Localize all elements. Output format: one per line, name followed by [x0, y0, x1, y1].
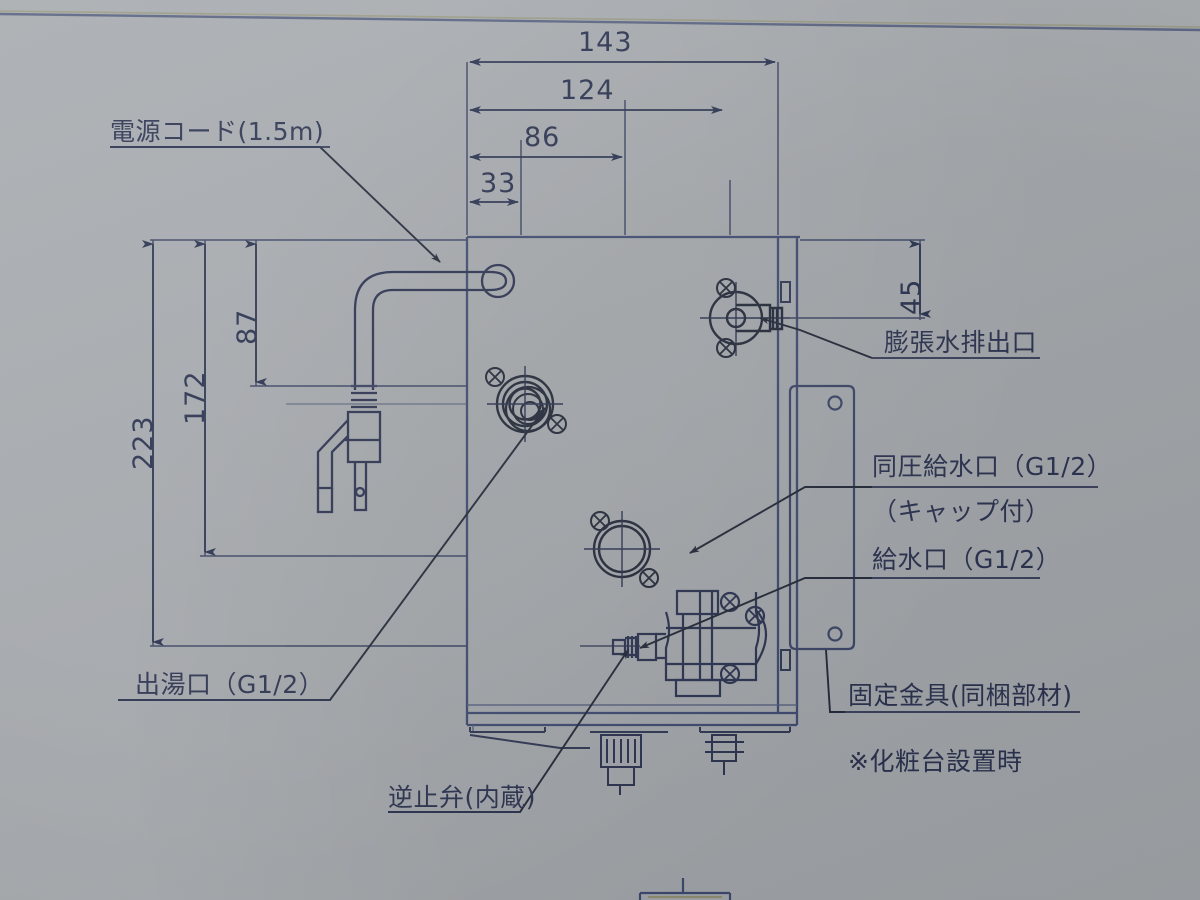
bottom-fitting-left [600, 734, 642, 795]
callout-power-cord: 電源コード(1.5m) [110, 117, 325, 146]
body-outline [465, 235, 800, 727]
callout-equal-pressure-inlet: 同圧給水口（G1/2） [872, 452, 1113, 481]
callout-fixing-bracket-note: ※化粧台設置時 [848, 747, 1023, 776]
expansion-drain-port [700, 278, 790, 358]
callout-hot-water-outlet: 出湯口（G1/2） [135, 670, 325, 699]
water-inlet-port [584, 511, 660, 588]
dim-label-124: 124 [560, 75, 615, 106]
bottom-fitting-right [705, 734, 744, 775]
leader-water-inlet [639, 577, 872, 649]
dim-label-87: 87 [232, 308, 263, 345]
leader-expansion-drain [759, 317, 873, 359]
dim-label-86: 86 [524, 122, 561, 153]
dim-label-45: 45 [896, 278, 927, 315]
leader-power-cord [110, 146, 441, 263]
callout-equal-pressure-inlet-sub: （キャップ付） [872, 497, 1051, 526]
hot-water-outlet-port [485, 366, 567, 442]
bracket-tabs [780, 281, 791, 671]
page-edge-line [0, 10, 1200, 32]
mounting-bracket [788, 384, 856, 651]
leader-equal-pressure-inlet [689, 486, 872, 554]
power-cord [316, 263, 516, 514]
callout-fixing-bracket: 固定金具(同梱部材) [848, 681, 1073, 710]
dim-label-172: 172 [180, 370, 211, 425]
leader-fixing-bracket [825, 649, 845, 713]
horizontal-dimension-lines [469, 58, 776, 206]
callout-check-valve: 逆止弁(内蔵) [388, 783, 537, 812]
callout-expansion-drain: 膨張水排出口 [884, 328, 1038, 357]
dim-label-223: 223 [128, 415, 159, 470]
body-inner-edges [467, 704, 797, 732]
check-valve-assembly [580, 589, 768, 698]
vertical-dimension-lines [142, 240, 931, 646]
dim-label-33: 33 [480, 168, 517, 199]
callout-water-inlet: 給水口（G1/2） [872, 545, 1062, 574]
callout-underlines [110, 146, 1098, 813]
dim-label-143: 143 [578, 27, 633, 58]
base-feet [469, 727, 791, 749]
